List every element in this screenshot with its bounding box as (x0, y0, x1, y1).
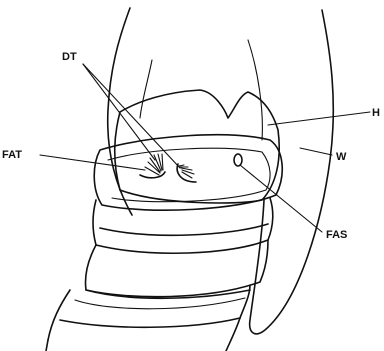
segment-line-a (75, 298, 245, 309)
label-fat: FAT (2, 149, 22, 161)
segment-2-inner (100, 224, 268, 235)
wing-inner-line (140, 60, 152, 118)
label-w: W (336, 151, 347, 163)
leader-w (300, 148, 332, 155)
label-fas: FAS (326, 229, 347, 241)
leader-fat (40, 155, 145, 170)
leader-h (268, 112, 370, 125)
label-dt: DT (62, 51, 77, 63)
head-outline (120, 90, 279, 203)
leader-dt-2 (83, 64, 180, 168)
segment-1 (93, 198, 273, 253)
wing-inner-line-2 (248, 40, 262, 140)
label-h: H (372, 107, 380, 119)
leader-fas (240, 165, 322, 232)
fas-oval (234, 154, 242, 166)
segment-3 (48, 290, 250, 340)
defensive-tuft-right (177, 164, 196, 182)
wing-right-edge (250, 10, 334, 334)
